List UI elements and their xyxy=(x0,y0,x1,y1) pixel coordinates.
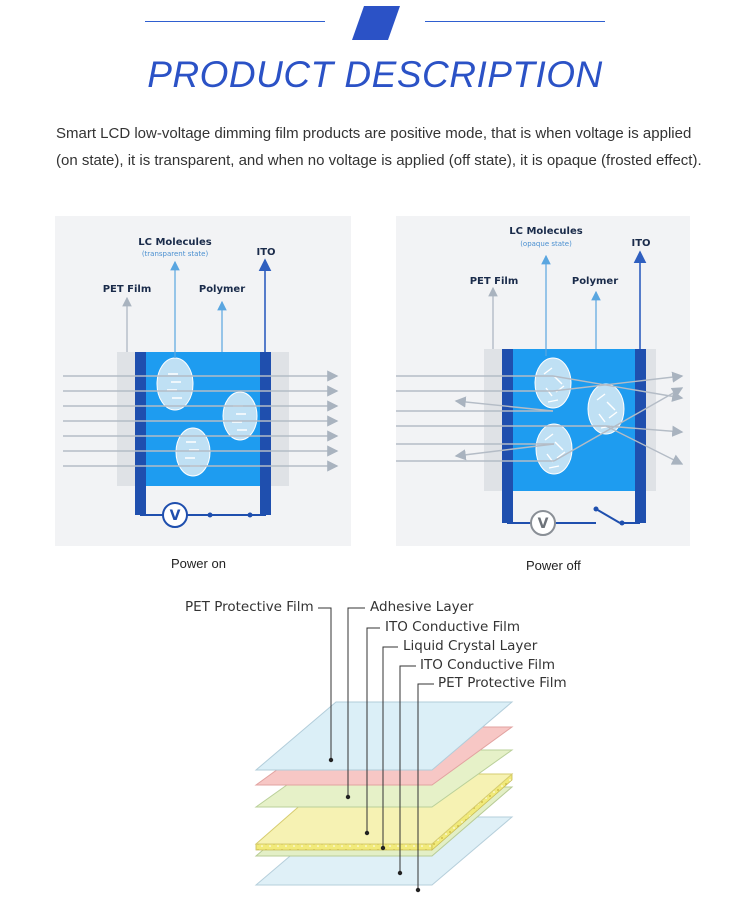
layer-label-adhesive: Adhesive Layer xyxy=(370,599,474,615)
power-off-ito-label: ITO xyxy=(631,238,650,249)
header-parallelogram-icon xyxy=(352,6,400,40)
intro-paragraph: Smart LCD low-voltage dimming film produ… xyxy=(56,125,702,169)
power-off-voltmeter-label: V xyxy=(538,516,549,532)
page-title: PRODUCT DESCRIPTION xyxy=(147,54,603,95)
power-on-diagram: V LC Molecules (transparent state) xyxy=(55,216,351,546)
power-off-illustration: V xyxy=(396,226,684,536)
power-on-voltmeter-label: V xyxy=(170,508,181,524)
power-off-lc-label: LC Molecules xyxy=(509,226,582,237)
power-on-ito-label: ITO xyxy=(256,247,275,258)
layer-label-ito-bottom: ITO Conductive Film xyxy=(420,657,555,673)
power-on-illustration: V LC Molecules (transparent state) xyxy=(63,237,339,528)
header-rule-right xyxy=(425,21,605,22)
power-off-state-label: (opaque state) xyxy=(520,240,572,248)
layer-label-ito-top: ITO Conductive Film xyxy=(385,619,520,635)
power-on-caption: Power on xyxy=(171,556,226,571)
header-rule-left xyxy=(145,21,325,22)
power-off-polymer-label: Polymer xyxy=(572,276,618,287)
layer-stack-illustration xyxy=(254,607,514,893)
power-on-lc-label: LC Molecules xyxy=(138,237,211,248)
power-on-state-label: (transparent state) xyxy=(142,250,209,258)
layer-label-liquid-crystal: Liquid Crystal Layer xyxy=(403,638,538,654)
layer-label-pet-bottom: PET Protective Film xyxy=(438,675,567,691)
power-on-pet-label: PET Film xyxy=(103,284,152,295)
power-on-polymer-label: Polymer xyxy=(199,284,245,295)
power-off-caption: Power off xyxy=(526,558,581,573)
layer-label-pet-top: PET Protective Film xyxy=(185,599,314,615)
power-off-diagram: V xyxy=(396,216,690,546)
power-off-pet-label: PET Film xyxy=(470,276,519,287)
